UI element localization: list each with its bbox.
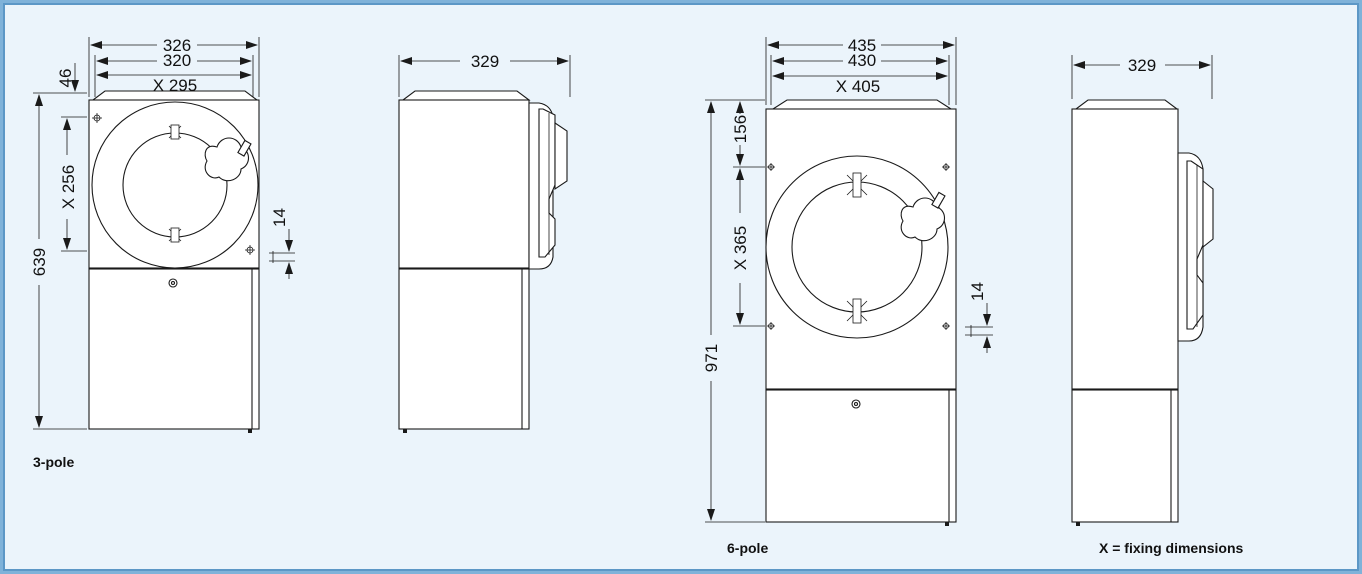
three-pole-width-dims: 326 320 X 295 — [88, 36, 260, 97]
three-pole-total-height: 639 — [30, 248, 49, 276]
six-pole-front-view — [765, 99, 957, 526]
dimension-drawing: 326 320 X 295 46 639 X 256 14 3-pole 32 — [30, 36, 1244, 556]
six-pole-width-dims: 435 430 X 405 — [765, 36, 957, 105]
three-pole-fixing-height: X 256 — [59, 165, 78, 209]
three-pole-handle — [204, 137, 250, 182]
three-pole-top-offset: 46 — [56, 69, 75, 88]
six-pole-top-offset: 156 — [731, 115, 750, 143]
three-pole-fixing-width: X 295 — [153, 76, 197, 95]
three-pole-caption: 3-pole — [33, 454, 74, 470]
three-pole-depth: 329 — [471, 52, 499, 71]
six-pole-caption: 6-pole — [727, 540, 768, 556]
three-pole-body-width: 320 — [163, 51, 191, 70]
six-pole-lower-housing — [765, 389, 957, 523]
six-pole-overall-width: 435 — [848, 36, 876, 55]
six-pole-disc — [765, 155, 949, 339]
six-pole-height-dims: 971 156 X 365 14 — [702, 99, 993, 523]
three-pole-gap: 14 — [270, 208, 289, 227]
six-pole-body-width: 430 — [848, 51, 876, 70]
three-pole-side-view: 329 — [398, 52, 571, 433]
six-pole-gap: 14 — [968, 282, 987, 301]
six-pole-side-view: 329 — [1071, 55, 1214, 526]
three-pole-height-dims: 46 639 X 256 14 — [30, 63, 295, 430]
six-pole-fixing-height: X 365 — [731, 226, 750, 270]
three-pole-lower-housing — [88, 268, 260, 430]
six-pole-total-height: 971 — [702, 344, 721, 372]
drawing-frame: 326 320 X 295 46 639 X 256 14 3-pole 32 — [3, 3, 1359, 571]
three-pole-overall-width: 326 — [163, 36, 191, 55]
six-pole-fixing-width: X 405 — [836, 77, 880, 96]
three-pole-disc — [91, 101, 259, 269]
six-pole-depth: 329 — [1128, 56, 1156, 75]
three-pole-front-view — [88, 90, 260, 433]
fixing-dimensions-legend: X = fixing dimensions — [1099, 540, 1244, 556]
